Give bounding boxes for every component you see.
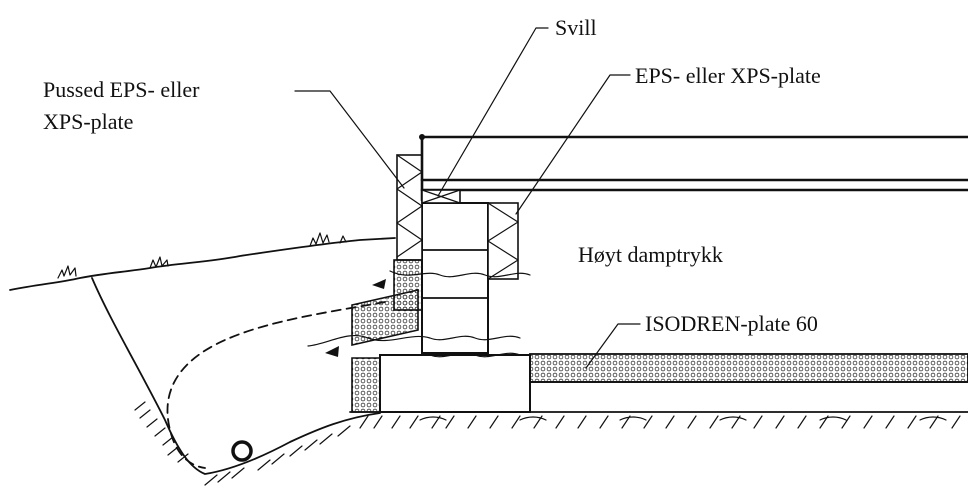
footing <box>349 288 968 413</box>
drain-pipe-icon <box>231 440 253 462</box>
label-isodren: ISODREN-plate 60 <box>645 311 818 336</box>
leader-lines <box>294 27 641 369</box>
floor-structure <box>419 134 968 204</box>
label-pussed-line2: XPS-plate <box>43 109 133 134</box>
vapor-flow-arrows <box>307 270 531 358</box>
ground-terrain <box>9 232 961 486</box>
label-hoyt-damptrykk: Høyt damptrykk <box>578 242 723 267</box>
label-pussed-line1: Pussed EPS- eller <box>43 77 200 102</box>
label-eps-xps: EPS- eller XPS-plate <box>635 63 821 88</box>
block-wall <box>393 154 519 354</box>
isodren-slab <box>529 353 968 383</box>
label-svill: Svill <box>555 15 597 40</box>
